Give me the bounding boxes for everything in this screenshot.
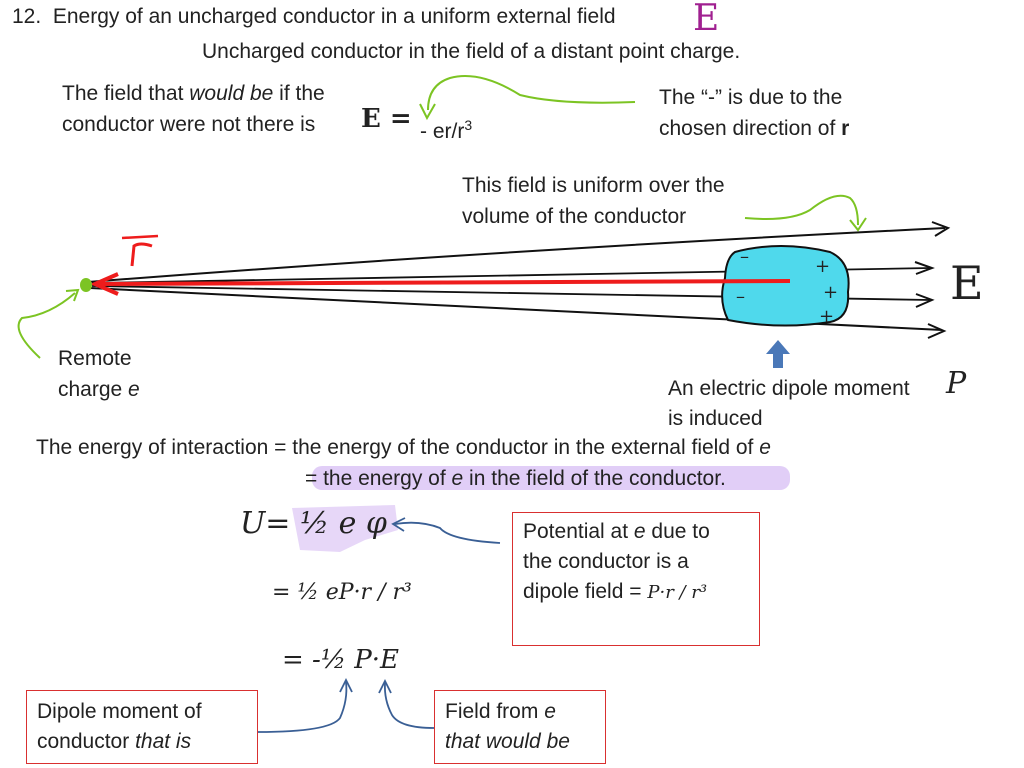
equation-dipole-form: = ½ eP·r / r³	[272, 580, 412, 605]
minus-note-line1: The “-” is due to the	[659, 86, 843, 109]
potential-line1: Potential at e due to	[523, 520, 710, 543]
field-arrowhead-lower	[915, 293, 935, 308]
conductor-blob	[721, 245, 850, 327]
energy-line2: = the energy of e in the field of the co…	[305, 467, 726, 490]
field-note-line2: conductor were not there is	[62, 113, 316, 136]
charge-plus-3: +	[819, 306, 835, 327]
field-arrowhead-bottom	[927, 323, 947, 339]
blue-arrowhead-dipole	[339, 677, 353, 693]
title-text: Energy of an uncharged conductor in a un…	[52, 5, 616, 28]
blue-arrowhead-field	[378, 678, 392, 694]
subtitle: Uncharged conductor in the field of a di…	[202, 40, 741, 63]
equation-u: U= ½ e φ	[240, 506, 387, 541]
energy-line1: The energy of interaction = the energy o…	[36, 436, 771, 459]
r-vector-line	[99, 279, 791, 286]
p-vector-symbol: P	[946, 366, 967, 401]
field-from-e-box: Field from e that would be	[434, 690, 606, 764]
highlight-formula	[292, 505, 398, 552]
blue-arrow-field	[383, 682, 435, 729]
charge-minus-1: –	[740, 246, 749, 267]
blue-arrowhead-potential	[391, 517, 406, 532]
r-vector-arrowhead	[89, 272, 119, 296]
potential-line2: the conductor is a	[523, 550, 689, 573]
field-box-line2: that would be	[445, 730, 570, 753]
blue-block-arrow	[766, 340, 790, 368]
blue-arrow-potential	[394, 521, 501, 544]
charge-minus-2: –	[736, 286, 745, 307]
minus-note-line2: chosen direction of r	[659, 117, 850, 140]
dipole-note-line2: is induced	[668, 407, 763, 430]
dipole-moment-box: Dipole moment of conductor that is	[26, 690, 258, 764]
potential-line3: dipole field = P·r / r³	[523, 580, 708, 603]
e-field-formula-symbol: E =	[361, 104, 412, 134]
charge-plus-1: +	[815, 256, 831, 277]
field-note-line1: The field that would be if the	[62, 82, 325, 105]
remote-charge-line2: charge e	[58, 378, 140, 401]
charge-plus-2: +	[823, 282, 839, 303]
green-arrow-remote	[17, 292, 76, 359]
r-label-glyph	[130, 242, 153, 267]
green-arrowhead-formula	[419, 103, 436, 121]
remote-charge-dot	[80, 278, 92, 292]
green-arrow-uniform	[744, 194, 859, 226]
field-formula: - er/r3	[420, 117, 473, 143]
equation-final: = -½ P·E	[282, 645, 400, 675]
blue-arrow-dipole	[257, 681, 348, 733]
r-label-bar	[121, 234, 159, 240]
highlight-band	[312, 466, 790, 490]
slide-title: 12. Energy of an uncharged conductor in …	[12, 2, 616, 32]
green-arrowhead-uniform	[849, 217, 867, 232]
field-box-line1: Field from e	[445, 700, 556, 723]
field-arrowhead-top	[931, 221, 951, 237]
remote-charge-line1: Remote	[58, 347, 132, 370]
title-number: 12.	[12, 5, 42, 28]
field-arrowhead-upper	[914, 261, 935, 275]
field-line-top	[87, 227, 946, 283]
dipole-box-line2: conductor that is	[37, 730, 192, 753]
dipole-box-line1: Dipole moment of	[37, 700, 202, 723]
e-field-symbol-title: E	[693, 0, 720, 39]
green-arrowhead-remote	[65, 288, 80, 302]
e-field-symbol-right: E	[950, 256, 984, 310]
uniform-note-line2: volume of the conductor	[462, 205, 687, 228]
dipole-note-line1: An electric dipole moment	[668, 377, 910, 400]
potential-box: Potential at e due to the conductor is a…	[512, 512, 760, 646]
uniform-note-line1: This field is uniform over the	[462, 174, 725, 197]
green-arrow-formula	[427, 75, 636, 111]
